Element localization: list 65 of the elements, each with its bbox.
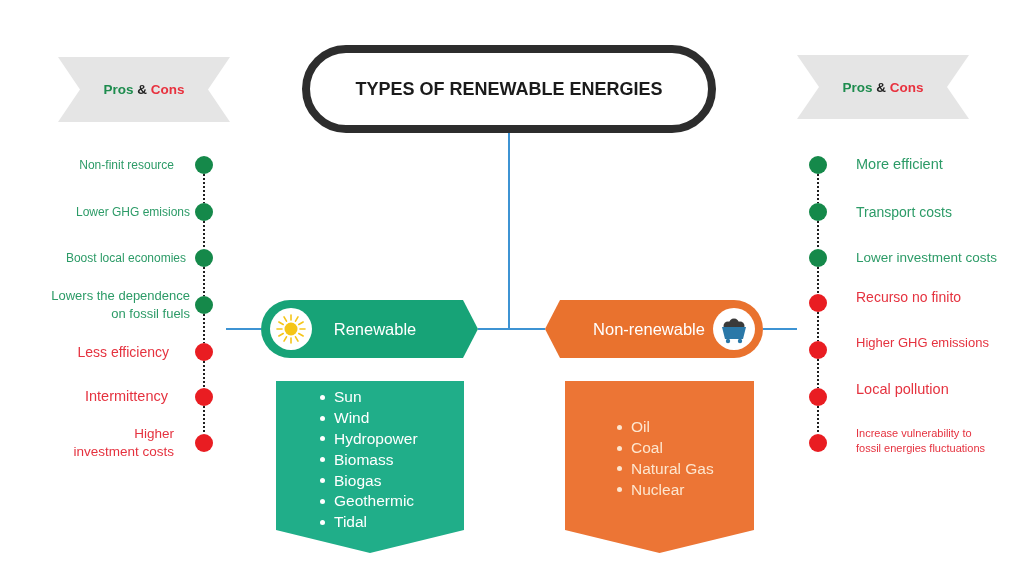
list-item: Biomass xyxy=(334,449,394,470)
list-item: Natural Gas xyxy=(631,459,714,479)
timeline-label: Intermittency xyxy=(85,387,168,407)
timeline-label: Recurso no finito xyxy=(856,287,962,307)
dotted-line xyxy=(203,313,205,344)
timeline-dot xyxy=(195,434,213,452)
connector-line xyxy=(508,132,546,330)
dotted-line xyxy=(203,220,205,250)
dotted-line xyxy=(817,173,819,204)
timeline-dot xyxy=(195,249,213,267)
dotted-line xyxy=(817,358,819,389)
arrow-pill xyxy=(545,300,763,358)
dotted-line xyxy=(817,405,819,435)
dotted-line xyxy=(817,266,819,295)
dotted-line xyxy=(817,220,819,250)
list-item: Oil xyxy=(631,417,650,438)
timeline-label: Increase vulnerability to fossil energies fluctuations xyxy=(856,426,986,456)
category-label: Non-renewable xyxy=(593,319,705,339)
diagram-heading: TYPES OF RENEWABLE ENERGIES xyxy=(355,78,663,100)
list-panel xyxy=(276,381,464,553)
list-item: Biogas xyxy=(334,470,382,491)
list-item: Sun xyxy=(334,387,362,408)
timeline-dot xyxy=(195,203,213,221)
connector-line xyxy=(225,328,262,330)
ribbon-heading: Pros & Cons xyxy=(103,82,185,97)
timeline-dot xyxy=(195,296,213,314)
timeline-dot xyxy=(809,341,827,359)
dotted-line xyxy=(817,311,819,342)
timeline-label: Lower investment costs xyxy=(856,248,998,267)
list-item: Geothermic xyxy=(334,491,415,512)
ribbon-heading: Pros & Cons xyxy=(842,79,924,95)
ribbon-banner xyxy=(797,55,969,119)
ribbon-banner xyxy=(58,57,230,122)
timeline-dot xyxy=(809,294,827,312)
timeline-label: Transport costs xyxy=(856,202,952,222)
timeline-dot xyxy=(195,388,213,406)
arrow-pill xyxy=(261,300,478,358)
timeline-dot xyxy=(809,434,827,452)
category-label: Renewable xyxy=(333,319,417,339)
timeline-dot xyxy=(195,343,213,361)
timeline-dot xyxy=(195,156,213,174)
connector-line xyxy=(762,328,798,330)
timeline-label: Lowers the dependence on fossil fuels xyxy=(50,287,190,323)
timeline-label: Lower GHG emisions xyxy=(75,203,190,221)
timeline-dot xyxy=(809,388,827,406)
timeline-label: Higher investment costs xyxy=(72,424,174,461)
timeline-label: More efficient xyxy=(856,155,943,175)
timeline-dot xyxy=(809,203,827,221)
list-item: Wind xyxy=(334,408,370,429)
list-item: Coal xyxy=(631,438,663,459)
list-panel xyxy=(565,381,754,553)
list-item: Tidal xyxy=(334,512,368,533)
timeline-dot xyxy=(809,249,827,267)
list-item: Nuclear xyxy=(631,479,685,500)
timeline-label: Boost local economies xyxy=(65,249,186,267)
timeline-label: Less efficiency xyxy=(77,342,169,362)
timeline-label: Local pollution xyxy=(856,380,949,400)
dotted-line xyxy=(203,405,205,435)
dotted-line xyxy=(203,173,205,204)
timeline-label: Higher GHG emissions xyxy=(856,334,989,352)
list-item: Hydropower xyxy=(334,429,418,449)
dotted-line xyxy=(203,360,205,389)
dotted-line xyxy=(203,266,205,297)
timeline-label: Non-finit resource xyxy=(79,156,174,174)
timeline-dot xyxy=(809,156,827,174)
